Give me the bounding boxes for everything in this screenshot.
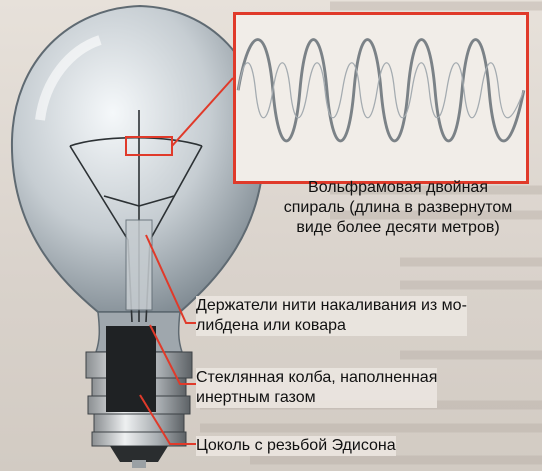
tungsten-spiral-zoom — [233, 12, 529, 184]
base-label: Цоколь с резьбой Эдисона — [196, 436, 396, 456]
glass-bulb-label-line-2: инертным газом — [196, 389, 316, 406]
zoom-leader — [171, 77, 234, 147]
tungsten-spiral-label: Вольфрамовая двойная спираль (длина в ра… — [268, 178, 528, 238]
glass-bulb-label: Стеклянная колба, наполненная инертным г… — [196, 368, 438, 408]
holders-leader — [145, 234, 196, 324]
filament-holders-label: Держатели нити накаливания из мо- либден… — [196, 296, 467, 336]
glass-bulb — [10, 4, 266, 313]
tungsten-spiral-label-line-1: Вольфрамовая двойная — [308, 179, 488, 196]
glass-bulb-label-line-1: Стеклянная колба, наполненная — [196, 369, 438, 386]
filament-holders-label-line-2: либдена или ковара — [196, 317, 346, 334]
tungsten-coil-icon — [236, 15, 526, 181]
base-label-line-1: Цоколь с резьбой Эдисона — [196, 437, 396, 454]
base-leader — [139, 394, 196, 445]
glass-leader — [149, 324, 196, 385]
tungsten-spiral-label-line-2: спираль (длина в развернутом — [283, 199, 513, 216]
tungsten-spiral-label-line-3: виде более десяти метров) — [296, 219, 500, 236]
filament-holders-label-line-1: Держатели нити накаливания из мо- — [196, 297, 467, 314]
